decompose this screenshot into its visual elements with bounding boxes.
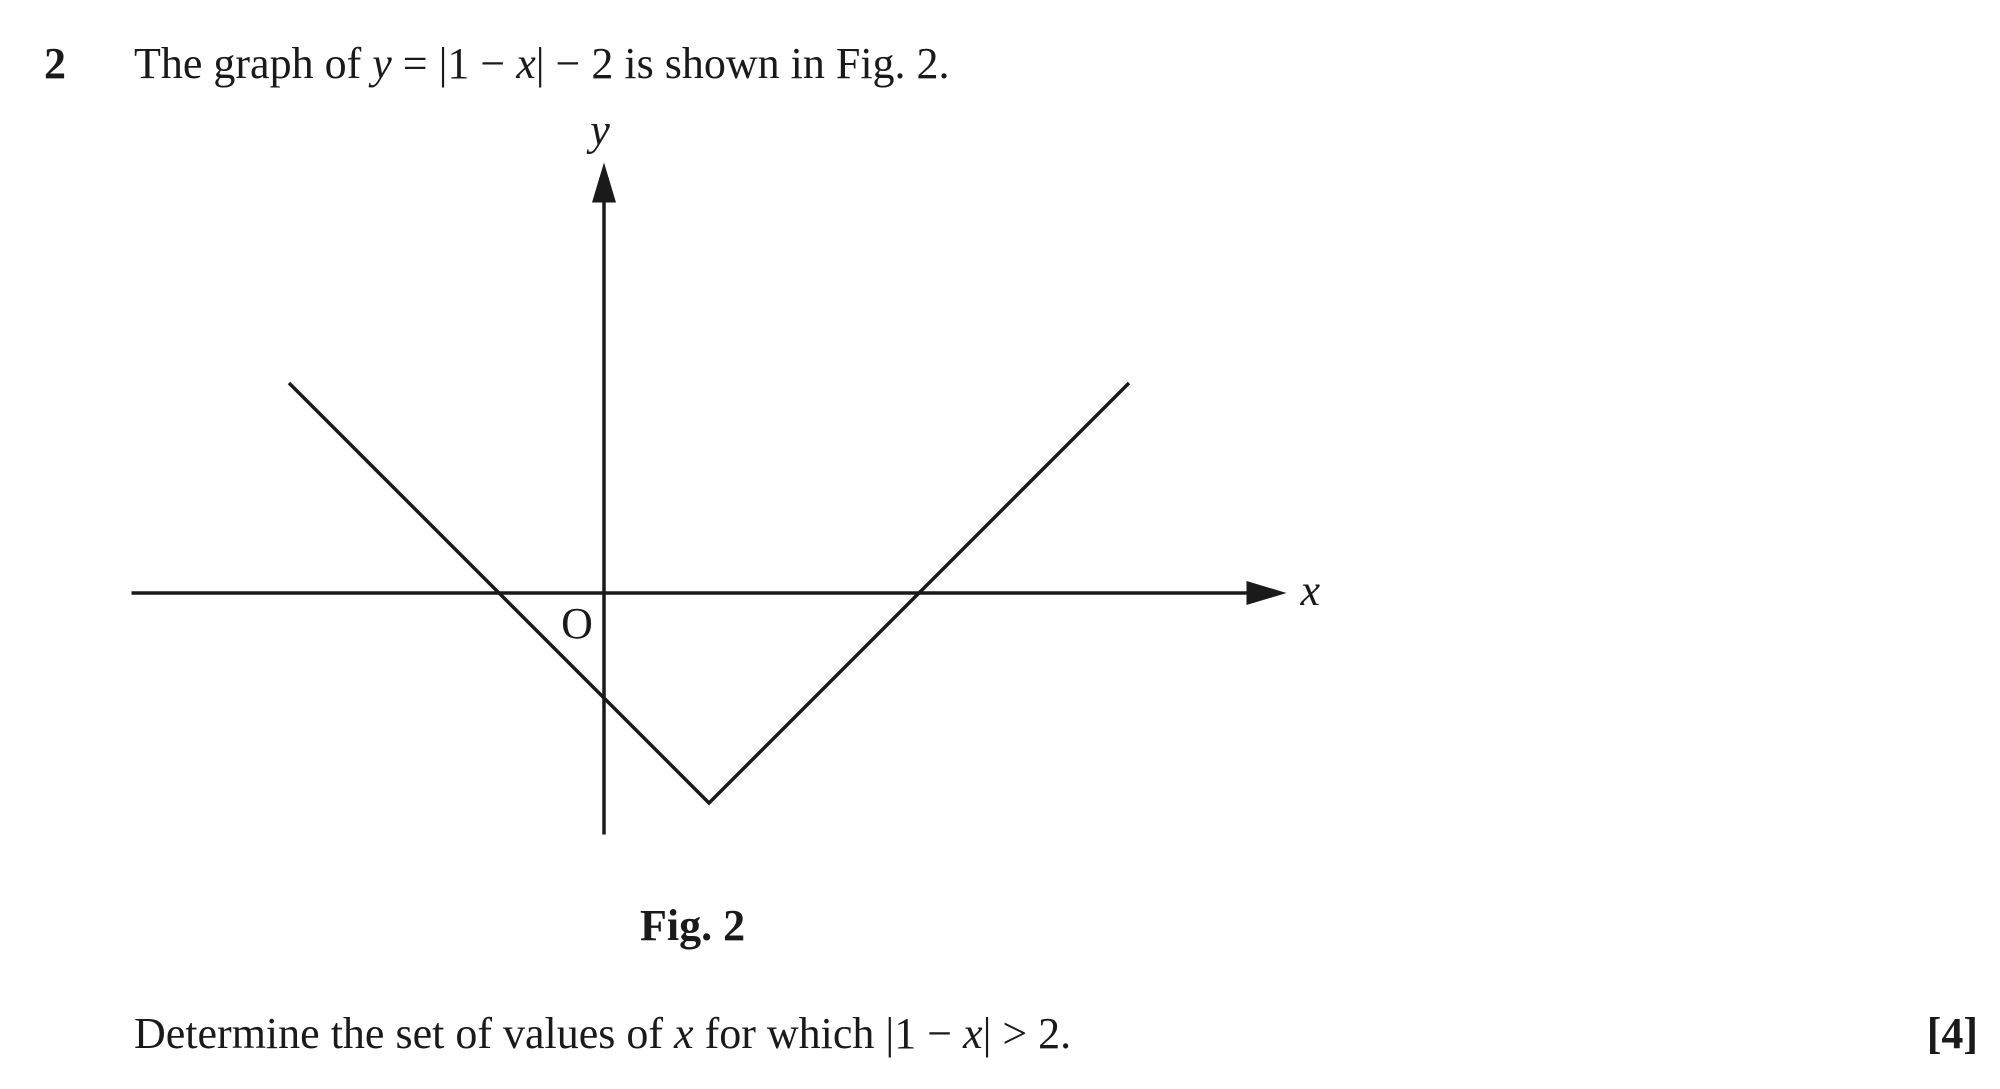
figure-caption: Fig. 2 [640,901,746,950]
intro-post: | − 2 is shown in Fig. 2. [535,39,950,88]
task-pre: Determine the set of values of [134,1009,675,1058]
function-line [287,381,1131,806]
task-mid: for which |1 − [693,1009,964,1058]
y-axis-label: y [586,106,610,155]
question-number: 2 [44,39,66,88]
task-post: | > 2. [982,1009,1072,1058]
intro-x: x [516,39,536,88]
intro-eq: = |1 − [391,39,517,88]
marks-label: [4] [1926,1009,1978,1058]
task-x: x [674,1009,694,1058]
task-text: Determine the set of values of x for whi… [134,1006,1071,1062]
question-intro: The graph of y = |1 − x| − 2 is shown in… [134,36,950,92]
intro-y: y [372,39,392,88]
origin-label: O [561,599,593,648]
intro-pre: The graph of [134,39,373,88]
task-x2: x [963,1009,983,1058]
y-axis-arrow [592,162,616,203]
x-axis-label: x [1300,566,1321,615]
x-axis-arrow [1246,581,1287,605]
